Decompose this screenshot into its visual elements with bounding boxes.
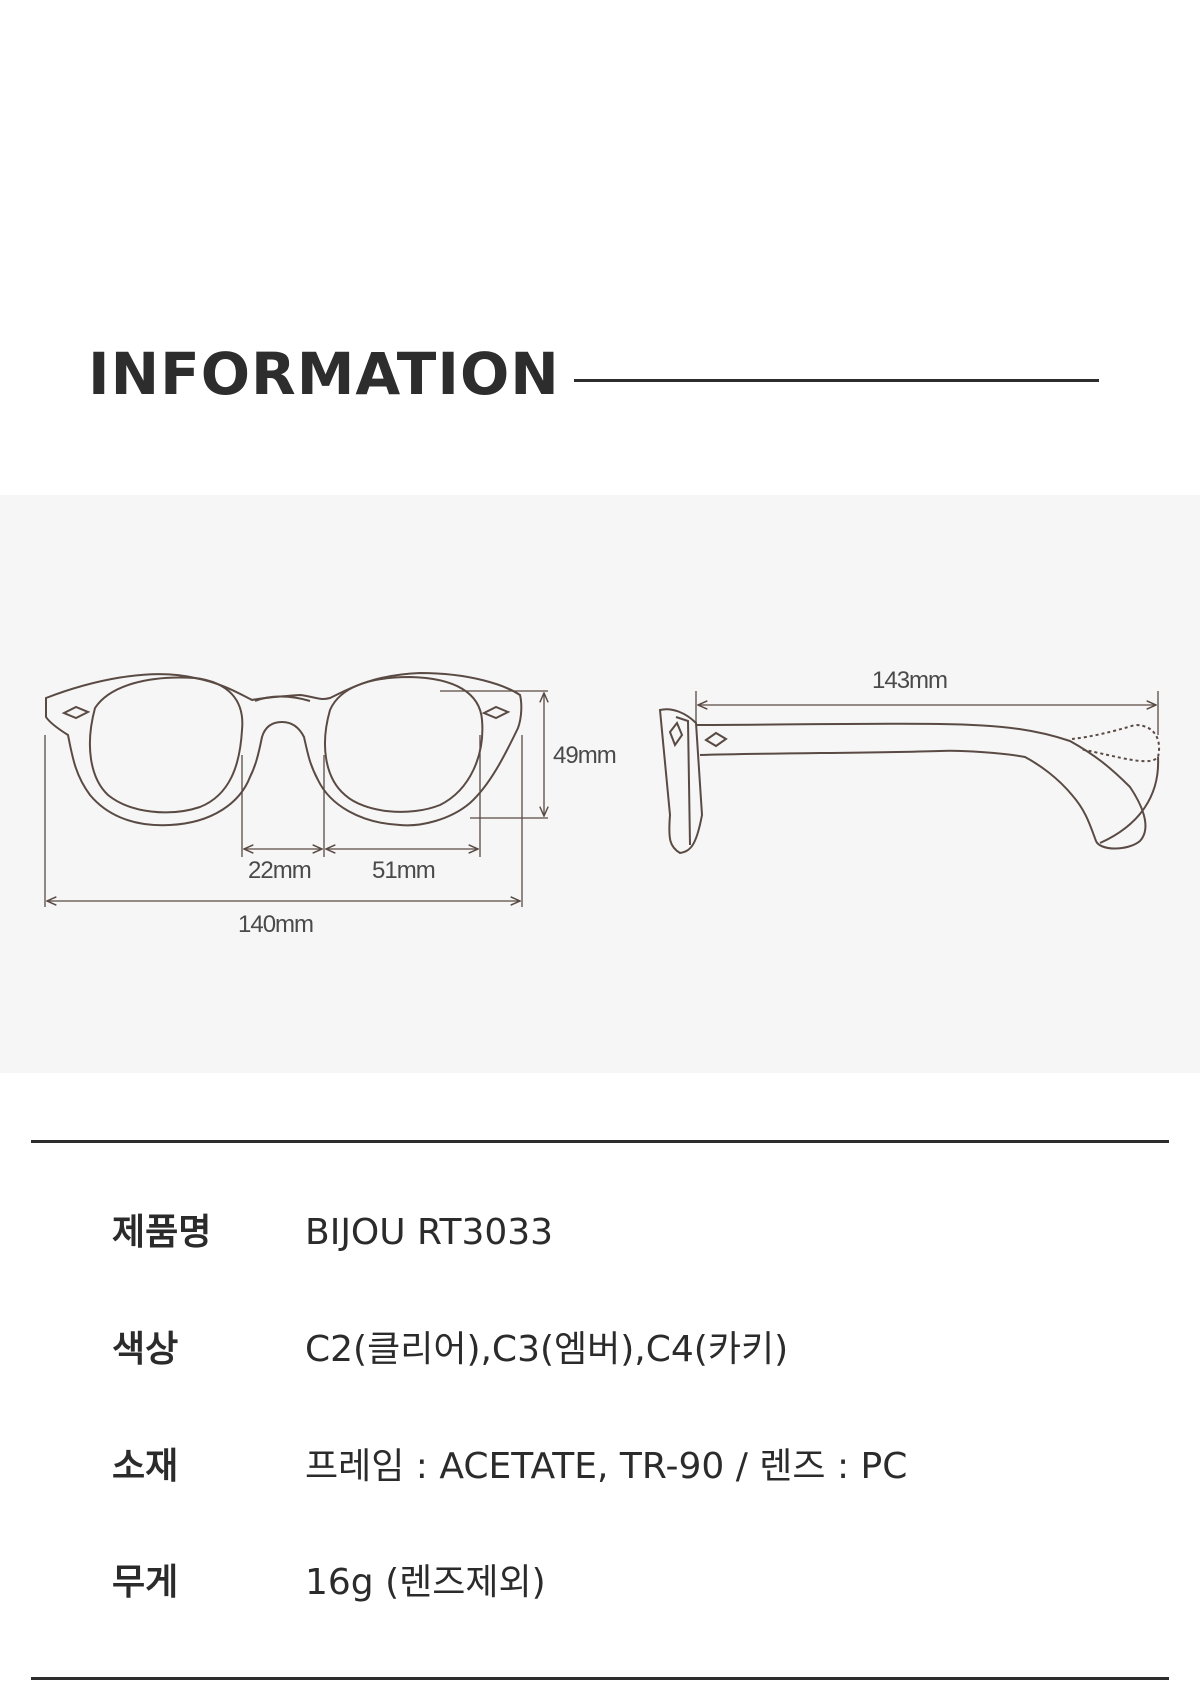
spec-label: 무게 — [112, 1562, 179, 1603]
bridge-width-label: 22mm — [248, 857, 311, 884]
spec-row-product-name: 제품명 BIJOU RT3033 — [0, 1203, 1200, 1263]
lens-width-label: 51mm — [372, 857, 435, 884]
side-view — [658, 708, 1160, 855]
spec-row-material: 소재 프레임 : ACETATE, TR-90 / 렌즈 : PC — [0, 1437, 1200, 1497]
spec-table-top-rule — [31, 1140, 1169, 1143]
spec-label: 제품명 — [112, 1212, 212, 1253]
glasses-dimension-drawing: 49mm 22mm 51mm 140mm 143mm — [44, 667, 1160, 938]
front-view — [45, 671, 523, 827]
side-rivet-2 — [704, 731, 728, 748]
lens-height-label: 49mm — [553, 742, 616, 769]
left-lens — [88, 676, 244, 814]
hinge-inner-edge — [675, 716, 691, 846]
spec-label: 색상 — [112, 1329, 179, 1370]
spec-row-color: 색상 C2(클리어),C3(엠버),C4(카키) — [0, 1320, 1200, 1380]
spec-value: BIJOU RT3033 — [305, 1212, 554, 1253]
title-rule — [574, 379, 1099, 382]
spec-value: C2(클리어),C3(엠버),C4(카키) — [305, 1329, 789, 1370]
right-rivet — [481, 705, 511, 720]
spec-value: 16g (렌즈제외) — [305, 1562, 546, 1603]
spec-label: 소재 — [112, 1446, 179, 1487]
dimension-diagram: 49mm 22mm 51mm 140mm 143mm — [0, 495, 1200, 1073]
side-rivet-1 — [668, 721, 684, 748]
frame-outline — [45, 671, 523, 827]
temple-arm — [695, 722, 1147, 850]
hinge-block — [658, 708, 704, 855]
temple-length-label: 143mm — [872, 667, 947, 694]
temple-tip-curve — [1099, 756, 1160, 844]
temple-tip-dotted — [1071, 723, 1160, 763]
bridge — [254, 695, 311, 702]
left-rivet — [61, 705, 91, 720]
spec-table-bottom-rule — [31, 1677, 1169, 1680]
spec-row-weight: 무게 16g (렌즈제외) — [0, 1553, 1200, 1613]
right-lens — [324, 675, 484, 813]
section-title: INFORMATION — [88, 340, 560, 408]
frame-width-label: 140mm — [238, 911, 313, 938]
spec-value: 프레임 : ACETATE, TR-90 / 렌즈 : PC — [305, 1446, 908, 1487]
